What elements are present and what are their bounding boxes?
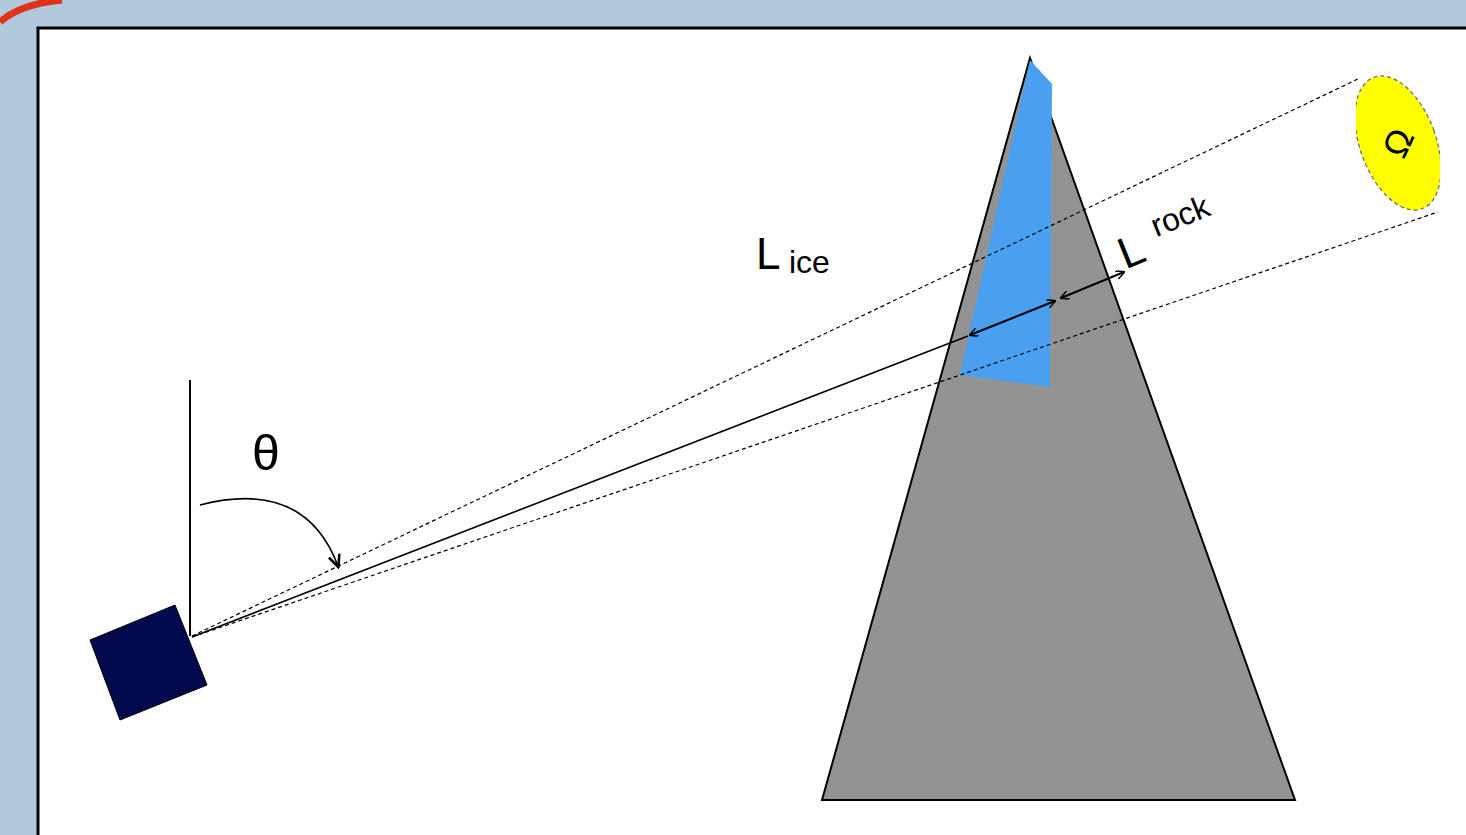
angle-label: θ — [252, 428, 280, 478]
angle-arc — [200, 499, 338, 566]
corner-arc — [0, 0, 62, 22]
length-symbol: L — [756, 232, 780, 276]
ice-region — [960, 60, 1052, 387]
muon-ray — [192, 336, 968, 637]
vertical-axis — [189, 380, 191, 636]
length-subscript: ice — [789, 246, 830, 278]
rock-length-arrow — [1061, 272, 1124, 298]
ice-length-arrow — [970, 301, 1055, 335]
detector — [90, 605, 207, 720]
mountain — [822, 58, 1295, 800]
solid-angle-ellipse: Ω — [1356, 70, 1440, 216]
dashed-ray — [192, 212, 1438, 637]
panel — [38, 28, 1466, 835]
dashed-ray — [192, 78, 1360, 636]
